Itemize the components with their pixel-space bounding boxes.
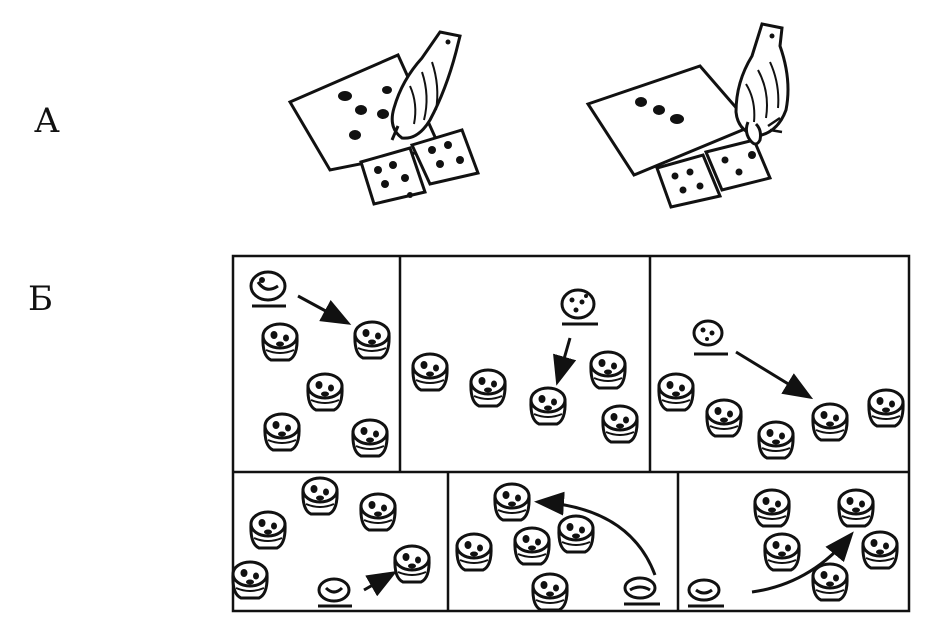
cup-icon	[560, 288, 596, 320]
scene-a-right	[585, 22, 790, 209]
cup-icon	[589, 350, 627, 390]
cup-icon	[231, 560, 269, 600]
bird-icon	[390, 30, 462, 141]
cup-icon	[263, 412, 301, 452]
card-icon	[655, 153, 723, 209]
scene-a-left	[287, 30, 481, 206]
cup-icon	[301, 476, 339, 516]
arrow-icon	[735, 350, 814, 400]
card-icon	[359, 146, 427, 206]
frame-3	[657, 319, 905, 460]
cup-icon	[469, 368, 507, 408]
arrow-icon	[534, 491, 657, 576]
cup-icon	[601, 404, 639, 444]
bird-icon	[734, 22, 790, 146]
cup-icon	[623, 576, 657, 600]
cup-icon	[529, 386, 567, 426]
cup-icon	[811, 402, 849, 442]
cup-icon	[753, 488, 791, 528]
cup-icon	[393, 544, 431, 584]
cup-icon	[249, 270, 287, 302]
cup-icon	[531, 572, 569, 612]
cup-icon	[353, 320, 391, 360]
cup-icon	[687, 578, 721, 602]
cup-icon	[317, 577, 351, 603]
cup-icon	[811, 562, 849, 602]
cup-icon	[455, 532, 493, 572]
cup-icon	[657, 372, 695, 412]
cup-icon	[705, 398, 743, 438]
frame-6	[687, 488, 899, 608]
cup-icon	[837, 488, 875, 528]
frame-2	[411, 288, 639, 444]
frame-5	[455, 482, 660, 612]
panel-b-frames	[231, 254, 911, 613]
arrow-icon	[553, 337, 577, 386]
cup-icon	[359, 492, 397, 532]
cup-icon	[757, 420, 795, 460]
arrow-icon	[297, 294, 352, 325]
arrow-icon	[363, 571, 398, 597]
arrow-icon	[751, 531, 854, 594]
cup-icon	[692, 319, 724, 347]
cup-icon	[493, 482, 531, 522]
panel-label-a: А	[34, 101, 60, 141]
cup-icon	[867, 388, 905, 428]
cup-icon	[306, 372, 344, 412]
cup-icon	[763, 532, 801, 572]
card-icon	[409, 128, 481, 186]
panel-label-b: Б	[28, 279, 53, 319]
card-icon	[703, 138, 773, 192]
cup-icon	[513, 526, 551, 566]
cup-icon	[557, 514, 595, 554]
frame-4	[231, 476, 431, 608]
cup-icon	[861, 530, 899, 570]
cup-icon	[351, 418, 389, 458]
frame-1	[249, 270, 391, 458]
cup-icon	[249, 510, 287, 550]
cup-icon	[411, 352, 449, 392]
cup-icon	[261, 322, 299, 362]
